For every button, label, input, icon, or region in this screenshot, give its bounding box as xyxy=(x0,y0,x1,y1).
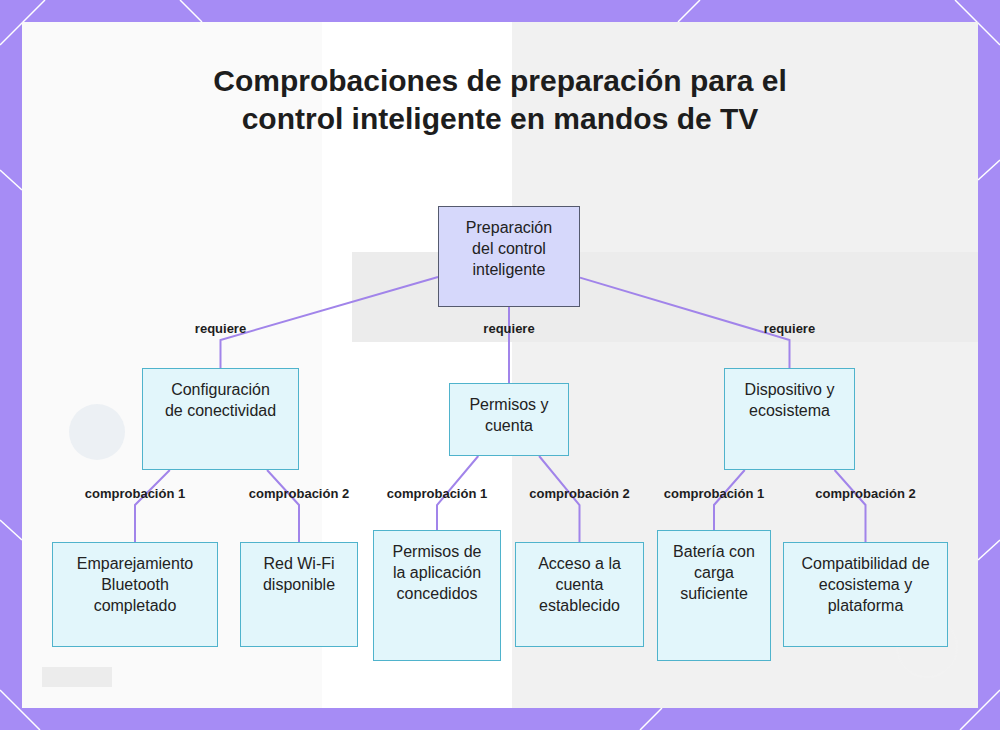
edge-label: comprobación 2 xyxy=(249,486,349,501)
box-text: Configuración de conectividad xyxy=(161,369,281,421)
box-text-wrap: Permisos de la aplicación concedidos xyxy=(392,531,482,604)
backdrop-panel xyxy=(42,667,112,687)
check-box: Compatibilidad de ecosistema y plataform… xyxy=(783,542,948,647)
edge-label: requiere xyxy=(195,321,246,336)
corner-line xyxy=(640,708,662,730)
corner-line xyxy=(978,160,1000,180)
box-text: Permisos y cuenta xyxy=(467,384,551,436)
box-text: Dispositivo y ecosistema xyxy=(740,369,840,421)
box-text-wrap: Acceso a la cuenta establecido xyxy=(534,543,626,616)
box-text-wrap: Configuración de conectividad xyxy=(161,369,281,421)
corner-line xyxy=(0,170,22,190)
edge-label: comprobación 2 xyxy=(815,486,915,501)
check-box: Emparejamiento Bluetooth completado xyxy=(52,542,218,647)
root-box: Preparación del control inteligente xyxy=(438,206,580,307)
edge-label: requiere xyxy=(483,321,534,336)
edge-label: comprobación 1 xyxy=(387,486,487,501)
box-text: Emparejamiento Bluetooth completado xyxy=(67,543,203,616)
check-box: Red Wi-Fi disponible xyxy=(240,542,358,647)
edge-label: comprobación 2 xyxy=(529,486,629,501)
corner-line xyxy=(978,540,1000,560)
box-text: Compatibilidad de ecosistema y plataform… xyxy=(796,543,936,616)
box-text-wrap: Dispositivo y ecosistema xyxy=(740,369,840,421)
check-box: Configuración de conectividad xyxy=(142,368,299,470)
connector-line xyxy=(135,470,170,542)
connector-line xyxy=(835,470,866,542)
edge-label: requiere xyxy=(764,321,815,336)
box-text: Red Wi-Fi disponible xyxy=(253,543,345,595)
connector-line xyxy=(267,470,299,542)
box-text: Preparación del control inteligente xyxy=(457,207,561,280)
corner-line xyxy=(180,0,202,22)
connector-line xyxy=(508,307,510,383)
box-text: Permisos de la aplicación concedidos xyxy=(392,531,482,604)
box-text-wrap: Emparejamiento Bluetooth completado xyxy=(67,543,203,616)
box-text-wrap: Red Wi-Fi disponible xyxy=(253,543,345,595)
box-text-wrap: Compatibilidad de ecosistema y plataform… xyxy=(796,543,936,616)
connector-line xyxy=(580,278,790,368)
edge-label: comprobación 1 xyxy=(664,486,764,501)
box-text-wrap: Preparación del control inteligente xyxy=(457,207,561,280)
diagram-title: Comprobaciones de preparación para el co… xyxy=(200,62,800,138)
check-box: Permisos de la aplicación concedidos xyxy=(373,530,501,661)
check-box: Permisos y cuenta xyxy=(449,383,569,456)
box-text: Batería con carga suficiente xyxy=(671,531,757,604)
box-text-wrap: Batería con carga suficiente xyxy=(671,531,757,604)
corner-line xyxy=(678,0,700,22)
check-box: Acceso a la cuenta establecido xyxy=(515,542,644,647)
check-box: Batería con carga suficiente xyxy=(657,530,771,661)
edge-label: comprobación 1 xyxy=(85,486,185,501)
backdrop-circle xyxy=(69,404,125,460)
box-text: Acceso a la cuenta establecido xyxy=(534,543,626,616)
check-box: Dispositivo y ecosistema xyxy=(724,368,855,470)
connector-line xyxy=(221,277,439,368)
corner-line xyxy=(0,520,22,540)
box-text-wrap: Permisos y cuenta xyxy=(467,384,551,436)
